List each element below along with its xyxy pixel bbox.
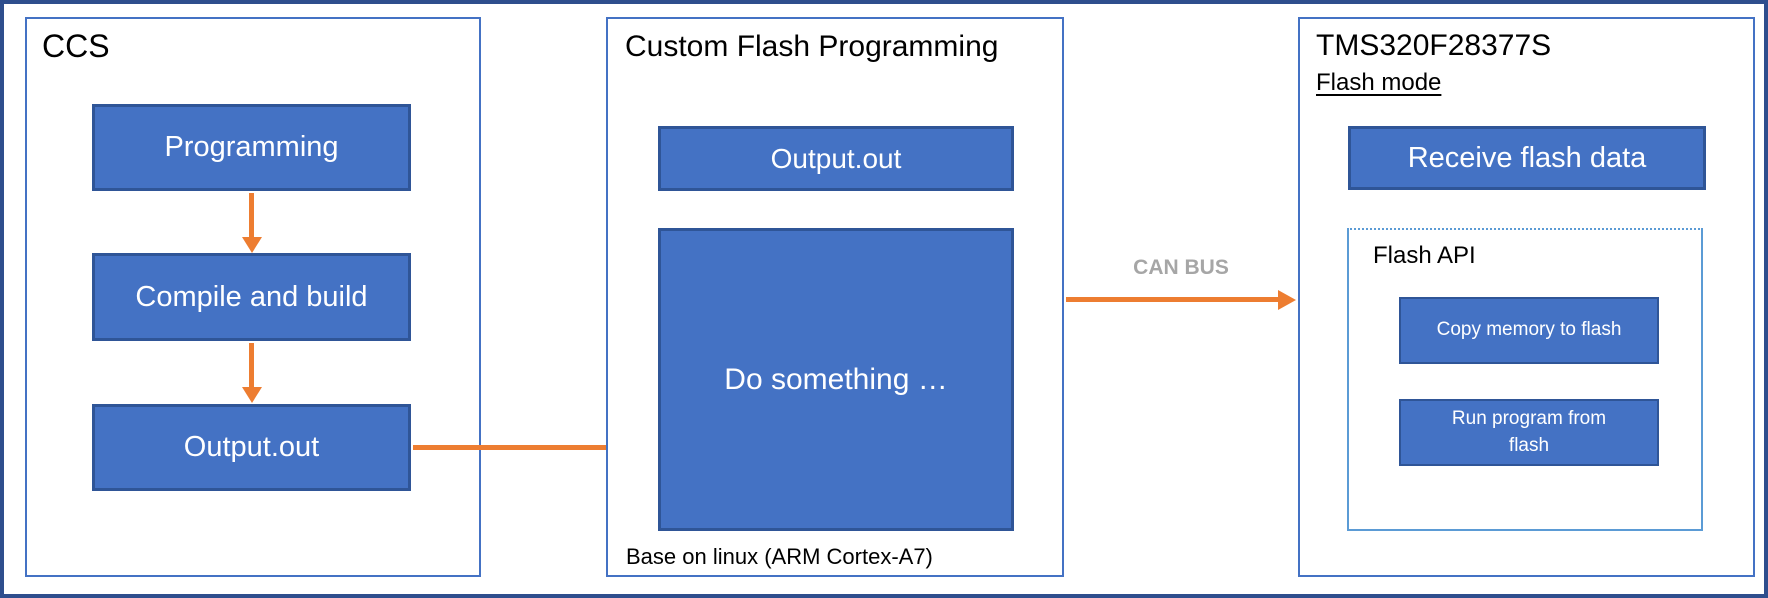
run-program-box: Run program from flash bbox=[1399, 399, 1659, 466]
ccs-output-box: Output.out bbox=[92, 404, 411, 491]
do-something-box: Do something … bbox=[658, 228, 1014, 531]
arrow-compile-to-output-stem bbox=[249, 343, 254, 387]
custom-output-box: Output.out bbox=[658, 126, 1014, 191]
flash-mode-subtitle: Flash mode bbox=[1316, 69, 1442, 96]
tms-panel-title: TMS320F28377S bbox=[1316, 29, 1552, 62]
receive-flash-data-box: Receive flash data bbox=[1348, 126, 1706, 190]
arrow-output-to-dosomething-stem bbox=[413, 445, 640, 450]
arrow-programming-to-compile-head-icon bbox=[242, 237, 262, 253]
arrow-programming-to-compile-stem bbox=[249, 193, 254, 237]
can-bus-arrow-stem bbox=[1066, 297, 1279, 302]
flash-api-box: Flash API bbox=[1347, 228, 1703, 531]
can-bus-label: CAN BUS bbox=[1133, 256, 1229, 279]
custom-flash-panel-title: Custom Flash Programming bbox=[625, 30, 999, 63]
linux-caption: Base on linux (ARM Cortex-A7) bbox=[626, 544, 933, 569]
compile-build-box: Compile and build bbox=[92, 253, 411, 341]
can-bus-arrow-head-icon bbox=[1278, 290, 1296, 310]
ccs-panel-title: CCS bbox=[42, 28, 110, 64]
flash-api-label: Flash API bbox=[1373, 242, 1476, 269]
copy-memory-box: Copy memory to flash bbox=[1399, 297, 1659, 364]
arrow-compile-to-output-head-icon bbox=[242, 387, 262, 403]
programming-box: Programming bbox=[92, 104, 411, 191]
